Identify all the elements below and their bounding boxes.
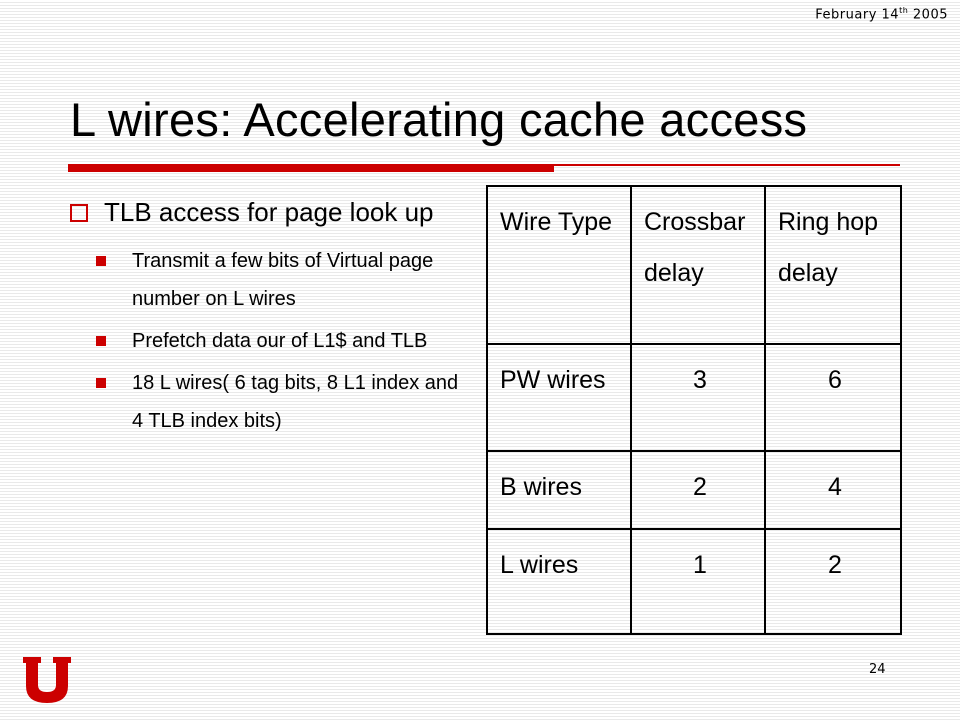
hollow-square-bullet-icon [70,204,88,222]
table-row: L wires 1 2 [486,528,902,635]
table-cell: 1 [630,528,766,635]
title-underline-accent [68,164,554,172]
page-number: 24 [869,662,886,677]
main-bullet: TLB access for page look up [70,190,460,234]
filled-square-bullet-icon [96,378,106,388]
table-cell: 2 [764,528,902,635]
filled-square-bullet-icon [96,336,106,346]
header-cell: Wire Type [486,185,632,345]
table-cell: 3 [630,343,766,452]
table-cell: 6 [764,343,902,452]
sub-bullet: Transmit a few bits of Virtual page numb… [96,242,460,318]
slide-date: February 14th 2005 [815,6,948,23]
main-bullet-text: TLB access for page look up [104,197,434,227]
header-cell: Ring hop delay [764,185,902,345]
slide-title: L wires: Accelerating cache access [70,93,808,146]
wire-delay-table: Wire Type Crossbar delay Ring hop delay … [486,185,902,635]
table-cell: 2 [630,450,766,530]
header-cell: Crossbar delay [630,185,766,345]
title-underline-rule [554,164,900,166]
table-cell: B wires [486,450,632,530]
table-cell: PW wires [486,343,632,452]
table-row: PW wires 3 6 [486,343,902,452]
filled-square-bullet-icon [96,256,106,266]
table-row: B wires 2 4 [486,450,902,530]
sub-bullet: 18 L wires( 6 tag bits, 8 L1 index and 4… [96,364,460,440]
sub-bullet: Prefetch data our of L1$ and TLB [96,322,460,360]
sub-bullet-list: Transmit a few bits of Virtual page numb… [70,242,460,440]
table-header-row: Wire Type Crossbar delay Ring hop delay [486,185,902,345]
university-block-u-logo-icon [23,657,71,703]
bullet-content: TLB access for page look up Transmit a f… [70,190,460,444]
table-cell: L wires [486,528,632,635]
table-cell: 4 [764,450,902,530]
